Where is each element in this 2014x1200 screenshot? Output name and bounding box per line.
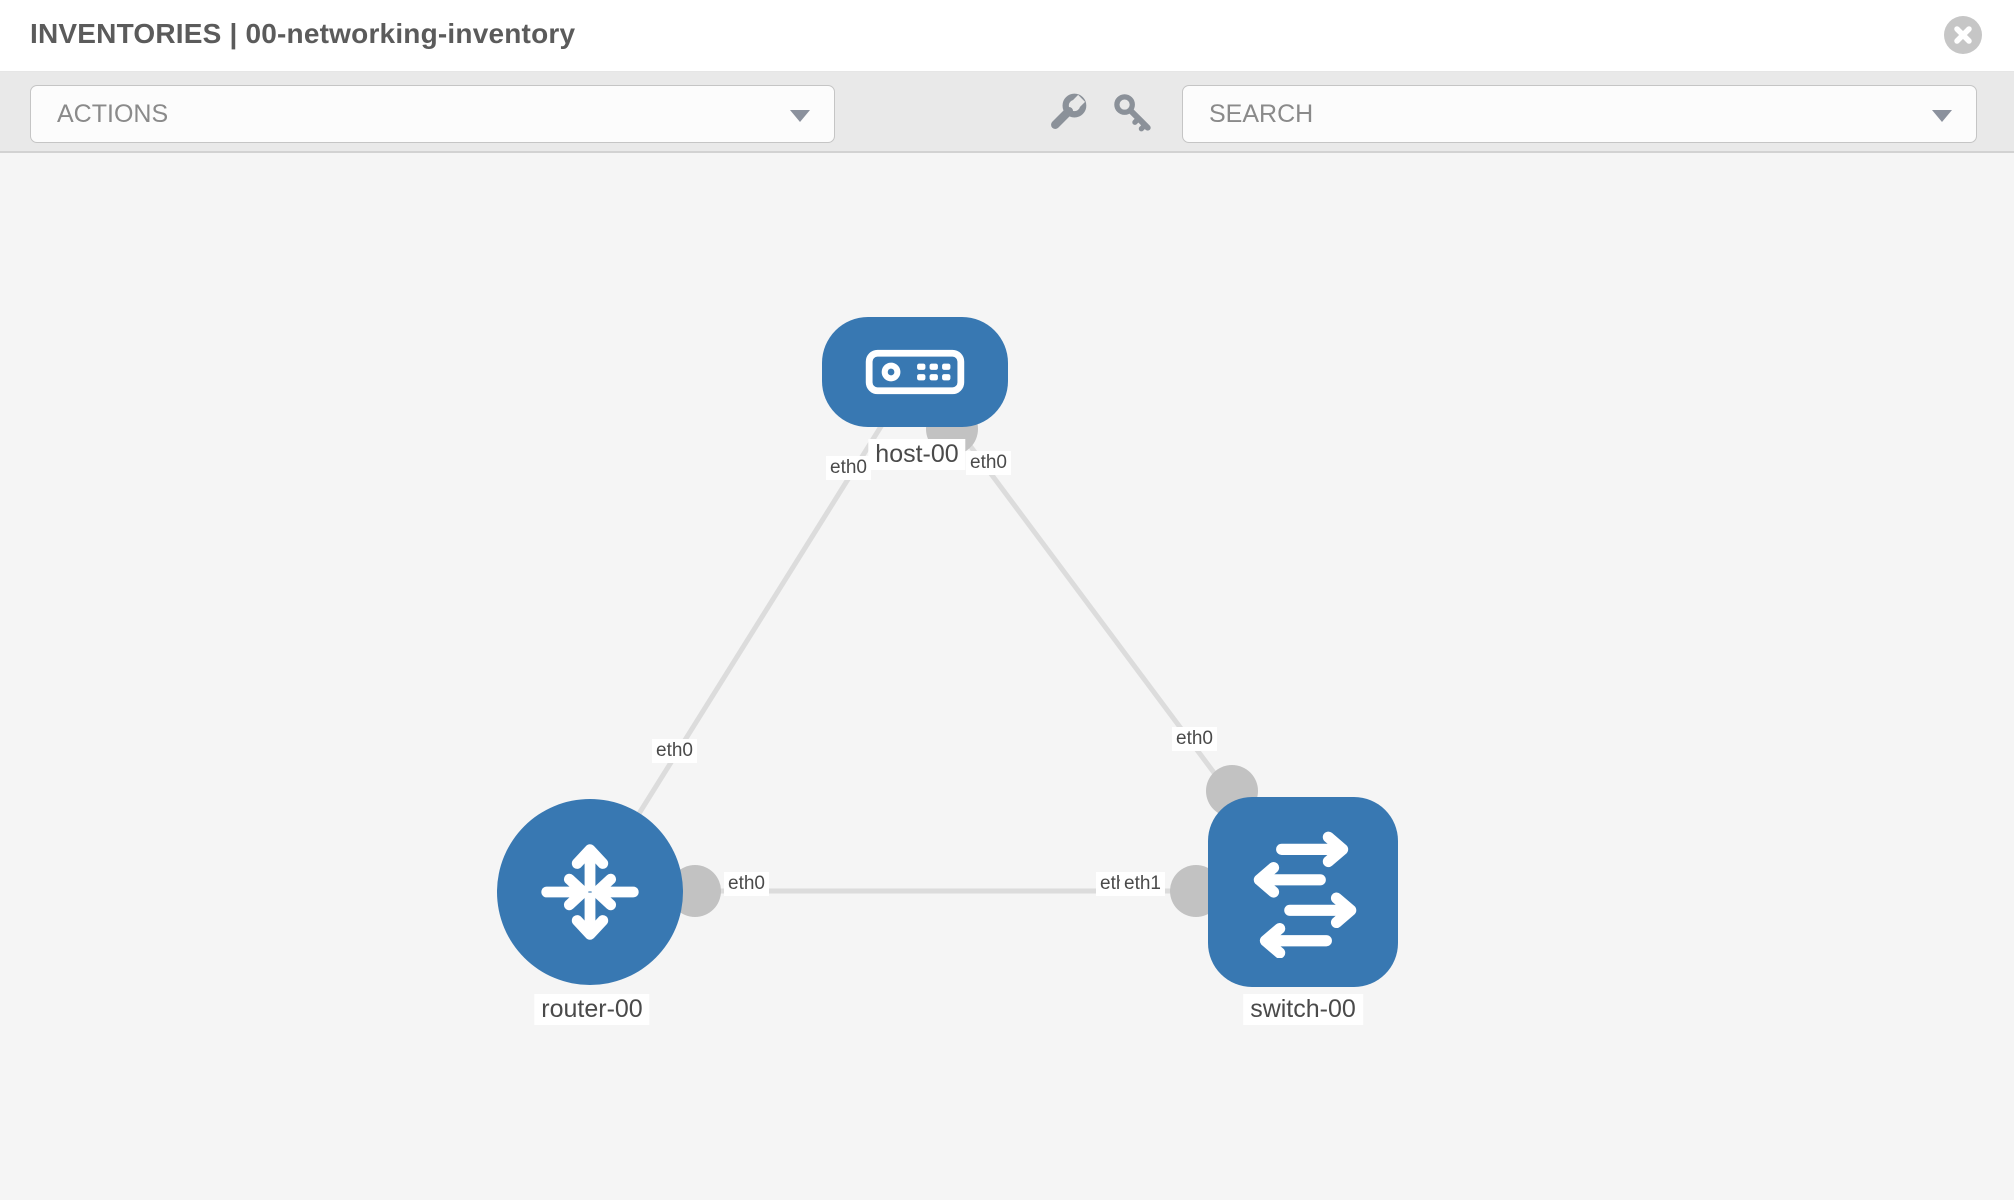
node-router-00[interactable]	[497, 799, 683, 985]
node-label-switch: switch-00	[1243, 994, 1363, 1025]
if-label-router-side-uplink: eth0	[652, 739, 697, 763]
actions-dropdown-label: ACTIONS	[57, 99, 169, 128]
search-placeholder: SEARCH	[1209, 99, 1314, 128]
close-button[interactable]	[1944, 16, 1982, 54]
toolbar: ACTIONS SEARCH	[0, 72, 2014, 153]
key-icon[interactable]	[1112, 92, 1154, 134]
chevron-down-icon	[1932, 110, 1952, 122]
wrench-icon[interactable]	[1046, 92, 1088, 134]
host-icon	[865, 349, 965, 395]
actions-dropdown[interactable]: ACTIONS	[30, 85, 835, 143]
topology-canvas[interactable]: host-00 router-00 switch-00 eth0 eth0 et…	[0, 153, 2014, 1200]
chevron-down-icon	[790, 110, 810, 122]
search-dropdown[interactable]: SEARCH	[1182, 85, 1977, 143]
if-label-switch-eth1: eth1	[1120, 872, 1165, 896]
if-label-host-to-router: eth0	[826, 456, 871, 480]
node-label-router: router-00	[534, 994, 650, 1025]
node-switch-00[interactable]	[1208, 797, 1398, 987]
panel-header: INVENTORIES | 00-networking-inventory	[0, 0, 2014, 72]
switch-icon	[1253, 831, 1357, 958]
if-label-router-eth0: eth0	[724, 872, 769, 896]
node-host-00[interactable]	[822, 317, 1008, 427]
node-label-host: host-00	[868, 439, 966, 470]
router-icon	[541, 844, 639, 940]
close-icon	[1954, 26, 1972, 44]
page-title: INVENTORIES | 00-networking-inventory	[30, 18, 576, 49]
if-label-host-to-switch: eth0	[966, 451, 1011, 475]
topology-links-layer	[587, 370, 1306, 917]
if-label-switch-side-uplink: eth0	[1172, 727, 1217, 751]
